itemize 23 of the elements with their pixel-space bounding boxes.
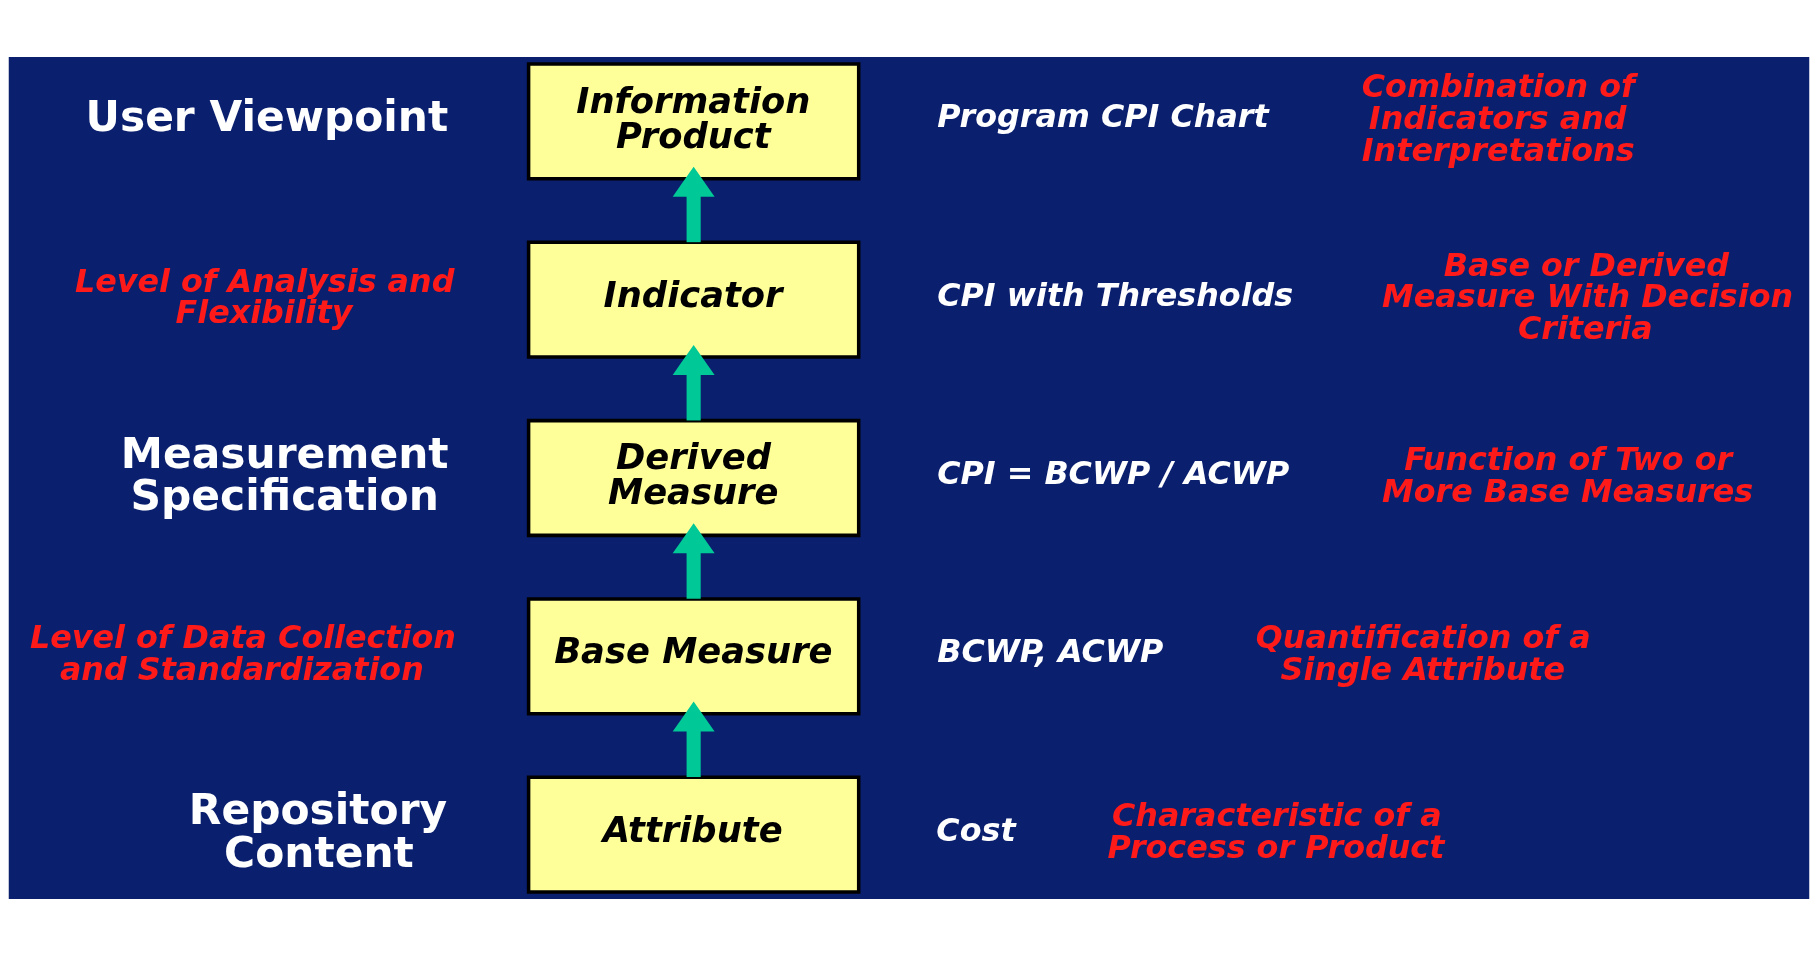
label: Measurement Specification [120,428,449,520]
node-label: Quantification of a Single Attribute [1255,618,1591,687]
node-box: Base Measure [526,596,861,715]
label: User Viewpoint [85,91,449,141]
arrow [672,344,715,420]
node-box: Attribute [526,774,861,894]
node-label: CPI with Thresholds [937,276,1294,313]
label: Repository Content [188,784,448,877]
node-box: Derived Measure [526,418,861,537]
node-label: Base or Derived Measure With Decision Criteria [1382,246,1794,346]
label: Level of Data Collection and Standardization [29,618,456,687]
node-label: Cost [936,811,1016,848]
node-label: CPI = BCWP / ACWP [937,454,1290,491]
arrow [672,701,715,777]
node-box: Indicator [526,240,861,359]
node-label: BCWP, ACWP [937,632,1164,669]
node-box: Information Product [526,61,861,181]
arrow [672,522,715,599]
arrow [672,166,715,242]
node-label: Characteristic of a Process or Product [1107,796,1445,865]
node-label: Function of Two or More Base Measures [1382,440,1754,509]
node-label: Program CPI Chart [937,97,1269,134]
label: Level of Analysis and Flexibility [74,262,455,330]
